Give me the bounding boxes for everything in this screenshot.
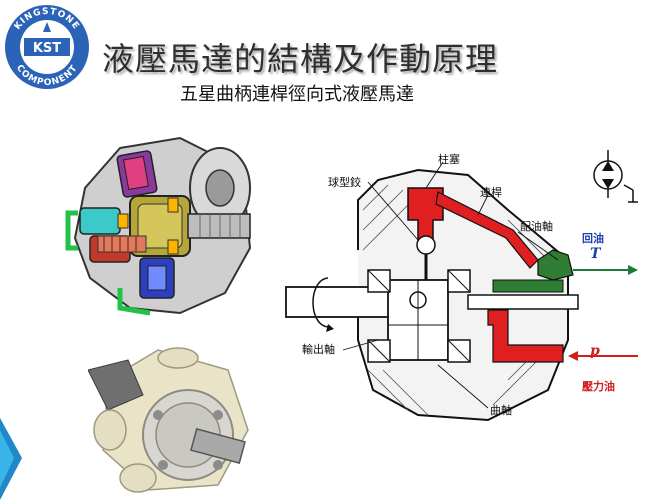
motor-cutaway-illustration — [65, 136, 252, 316]
page-subtitle: 五星曲柄連桿徑向式液壓馬達 — [180, 84, 414, 105]
label-pressure-oil: 壓力油 — [582, 380, 615, 393]
label-piston: 柱塞 — [438, 153, 460, 166]
motor-photo-frame — [88, 340, 256, 498]
company-logo: KINGSTONE COMPONENT KST — [5, 5, 89, 89]
motor-photo — [88, 347, 249, 493]
label-pressure-letter: p — [590, 343, 600, 359]
label-connecting-rod: 連桿 — [480, 186, 502, 199]
label-crankshaft: 曲軸 — [490, 404, 512, 417]
label-return-oil: 回油 — [582, 232, 604, 245]
label-valve-shaft: 配油軸 — [520, 220, 553, 233]
logo-center-text: KST — [33, 41, 61, 56]
label-return-letter: T — [590, 246, 601, 262]
page-title: 液壓馬達的結構及作動原理 — [102, 40, 499, 78]
cross-section-diagram — [285, 150, 638, 422]
label-ball-joint: 球型鉸 — [328, 176, 361, 189]
corner-decoration — [0, 418, 22, 500]
label-output-shaft: 輸出軸 — [302, 343, 335, 356]
